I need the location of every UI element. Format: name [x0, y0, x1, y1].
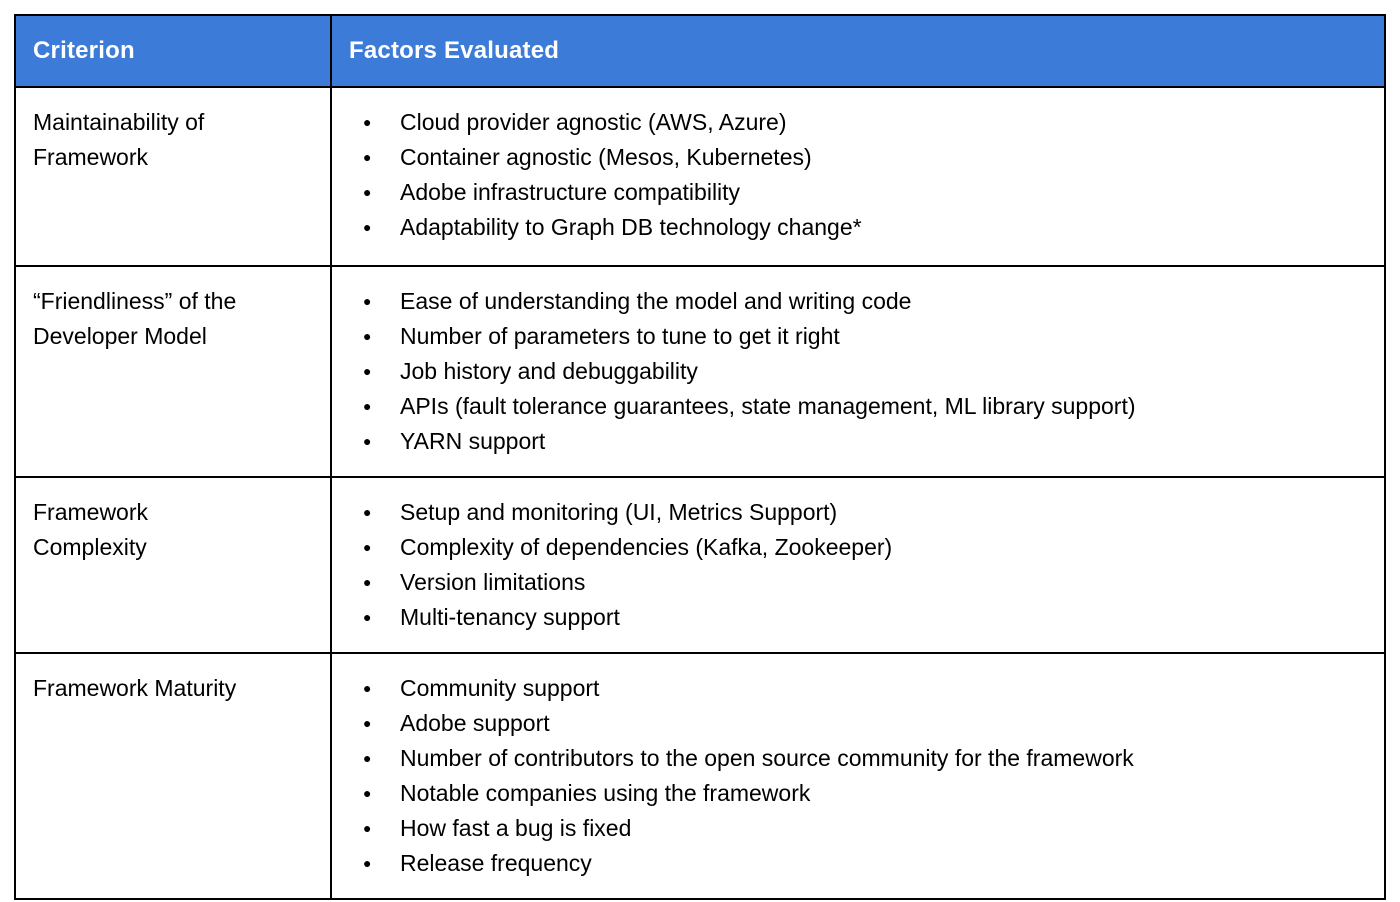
factor-item: Multi-tenancy support	[332, 600, 1374, 635]
criterion-cell: Framework Maturity	[14, 652, 332, 900]
factor-item: Complexity of dependencies (Kafka, Zooke…	[332, 530, 1374, 565]
table-row: Framework Maturity Community support Ado…	[14, 652, 1386, 900]
factor-item: Setup and monitoring (UI, Metrics Suppor…	[332, 495, 1374, 530]
factors-list: Cloud provider agnostic (AWS, Azure) Con…	[332, 105, 1374, 245]
factors-cell: Cloud provider agnostic (AWS, Azure) Con…	[330, 86, 1386, 267]
header-cell-criterion: Criterion	[14, 14, 332, 88]
factor-item: Job history and debuggability	[332, 354, 1374, 389]
criterion-cell: Framework Complexity	[14, 476, 332, 654]
criterion-cell: “Friendliness” of the Developer Model	[14, 265, 332, 478]
criterion-cell: Maintainability of Framework	[14, 86, 332, 267]
factor-item: Number of parameters to tune to get it r…	[332, 319, 1374, 354]
factor-item: APIs (fault tolerance guarantees, state …	[332, 389, 1374, 424]
factor-item: Notable companies using the framework	[332, 776, 1374, 811]
factor-item: Adobe support	[332, 706, 1374, 741]
factors-list: Setup and monitoring (UI, Metrics Suppor…	[332, 495, 1374, 635]
header-cell-factors: Factors Evaluated	[330, 14, 1386, 88]
factor-item: Version limitations	[332, 565, 1374, 600]
factor-item: Cloud provider agnostic (AWS, Azure)	[332, 105, 1374, 140]
criteria-table: Criterion Factors Evaluated Maintainabil…	[14, 14, 1386, 900]
factor-item: Adobe infrastructure compatibility	[332, 175, 1374, 210]
factors-list: Ease of understanding the model and writ…	[332, 284, 1374, 459]
factors-list: Community support Adobe support Number o…	[332, 671, 1374, 881]
factors-cell: Community support Adobe support Number o…	[330, 652, 1386, 900]
factor-item: Number of contributors to the open sourc…	[332, 741, 1374, 776]
factor-item: Container agnostic (Mesos, Kubernetes)	[332, 140, 1374, 175]
table-header-row: Criterion Factors Evaluated	[14, 14, 1386, 88]
factor-item: Community support	[332, 671, 1374, 706]
factor-item: How fast a bug is fixed	[332, 811, 1374, 846]
table-row: Maintainability of Framework Cloud provi…	[14, 86, 1386, 267]
table-row: “Friendliness” of the Developer Model Ea…	[14, 265, 1386, 478]
factor-item: Release frequency	[332, 846, 1374, 881]
factors-cell: Setup and monitoring (UI, Metrics Suppor…	[330, 476, 1386, 654]
table-row: Framework Complexity Setup and monitorin…	[14, 476, 1386, 654]
factor-item: Adaptability to Graph DB technology chan…	[332, 210, 1374, 245]
factors-cell: Ease of understanding the model and writ…	[330, 265, 1386, 478]
factor-item: YARN support	[332, 424, 1374, 459]
factor-item: Ease of understanding the model and writ…	[332, 284, 1374, 319]
